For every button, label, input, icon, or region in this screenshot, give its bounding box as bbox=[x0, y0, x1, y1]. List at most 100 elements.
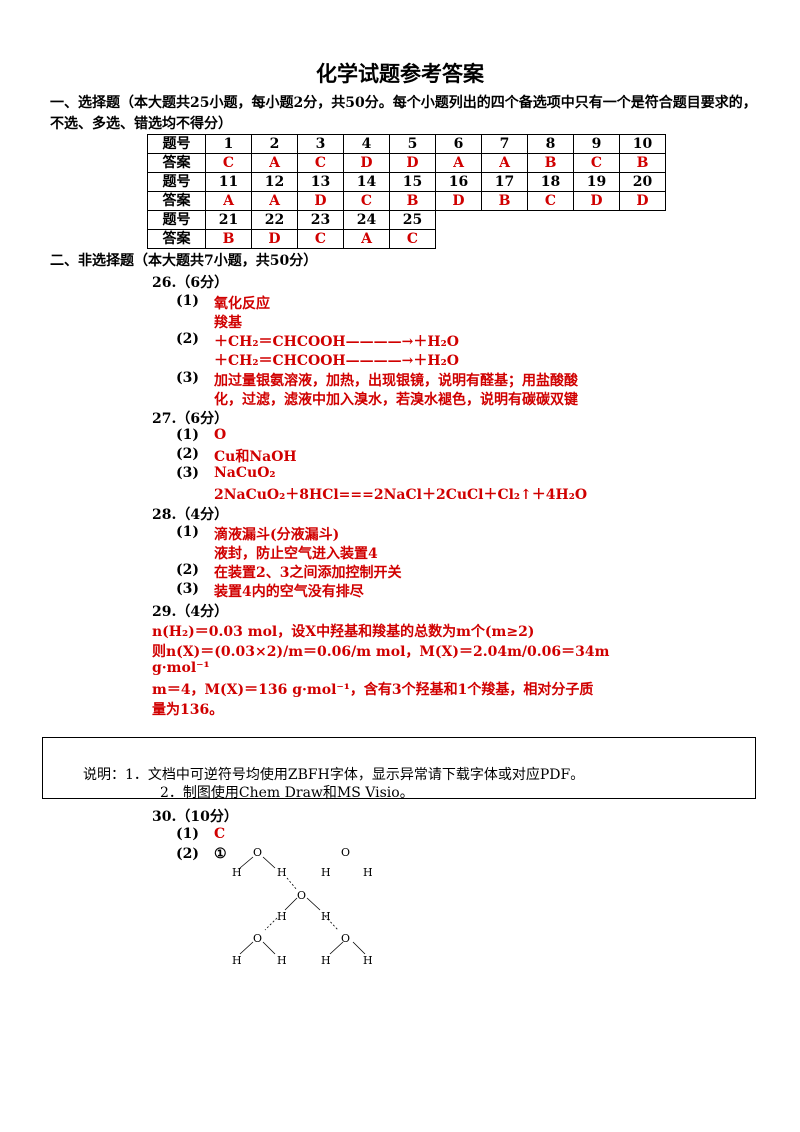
q26-part2-label: (2) bbox=[176, 331, 199, 347]
q27-part1-label: (1) bbox=[176, 427, 199, 443]
question-number-cell: 16 bbox=[435, 172, 482, 192]
answer-cell: A bbox=[435, 153, 482, 173]
question-number-cell: 11 bbox=[205, 172, 252, 192]
atom-h-3: H bbox=[321, 866, 331, 879]
atom-o-5: O bbox=[341, 932, 350, 945]
q28-answer3: 装置4内的空气没有排尽 bbox=[214, 584, 364, 600]
q26-answer1b: 羧基 bbox=[214, 315, 242, 331]
empty-cell bbox=[620, 230, 666, 249]
atom-o-3: O bbox=[297, 889, 306, 902]
answer-cell: C bbox=[527, 191, 574, 211]
q29-line1: n(H₂)＝0.03 mol，设X中羟基和羧基的总数为m个(m≥2) bbox=[152, 624, 535, 640]
q26-answer2a: ＋CH₂＝CHCOOH————→＋H₂O bbox=[214, 334, 459, 350]
answer-cell: A bbox=[251, 191, 298, 211]
q29-line4: m＝4，M(X)＝136 g·mol⁻¹，含有3个羟基和1个羧基，相对分子质 bbox=[152, 682, 594, 698]
answer-cell: C bbox=[389, 229, 436, 249]
question-number-cell: 14 bbox=[343, 172, 390, 192]
question-number-cell: 25 bbox=[389, 210, 436, 230]
atom-o-4: O bbox=[253, 932, 262, 945]
q26-answer3b: 化，过滤，滤液中加入溴水，若溴水褪色，说明有碳碳双键 bbox=[214, 392, 578, 408]
q26-answer1a: 氧化反应 bbox=[214, 296, 270, 312]
q27-title: 27.（6分） bbox=[152, 411, 229, 427]
answer-cell: A bbox=[343, 229, 390, 249]
note-line1: 说明：1．文档中可逆符号均使用ZBFH字体，显示异常请下载字体或对应PDF。 bbox=[83, 767, 585, 783]
atom-h-9: H bbox=[321, 954, 331, 967]
question-number-cell: 12 bbox=[251, 172, 298, 192]
question-number-cell: 13 bbox=[297, 172, 344, 192]
row-label-answer: 答案 bbox=[147, 229, 206, 249]
q28-part1-label: (1) bbox=[176, 524, 199, 540]
answer-cell: C bbox=[297, 229, 344, 249]
water-molecule-diagram: O O H H H H O H H O O H H H H bbox=[232, 846, 373, 967]
atom-h-6: H bbox=[321, 910, 331, 923]
q30-circle-one: ① bbox=[214, 846, 227, 862]
empty-cell bbox=[482, 230, 528, 249]
answer-cell: C bbox=[343, 191, 390, 211]
q30-part2-label: (2) bbox=[176, 846, 199, 862]
q30-answer1: C bbox=[214, 826, 226, 842]
answer-cell: B bbox=[527, 153, 574, 173]
question-number-cell: 1 bbox=[205, 134, 252, 154]
empty-cell bbox=[574, 230, 620, 249]
answer-cell: C bbox=[297, 153, 344, 173]
question-number-cell: 22 bbox=[251, 210, 298, 230]
atom-h-4: H bbox=[363, 866, 373, 879]
section1-heading: 一、选择题（本大题共25小题，每小题2分，共50分。每个小题列出的四个备选项中只… bbox=[50, 95, 757, 132]
question-number-cell: 6 bbox=[435, 134, 482, 154]
answer-cell: B bbox=[205, 229, 252, 249]
question-number-cell: 2 bbox=[251, 134, 298, 154]
answer-cell: A bbox=[481, 153, 528, 173]
answer-cell: C bbox=[573, 153, 620, 173]
question-number-cell: 23 bbox=[297, 210, 344, 230]
answer-cell: D bbox=[435, 191, 482, 211]
empty-cell bbox=[436, 211, 482, 230]
question-number-cell: 4 bbox=[343, 134, 390, 154]
empty-cell bbox=[620, 211, 666, 230]
empty-cell bbox=[436, 230, 482, 249]
q28-part3-label: (3) bbox=[176, 581, 199, 597]
empty-cell bbox=[482, 211, 528, 230]
q28-answer1b: 液封，防止空气进入装置4 bbox=[214, 546, 378, 562]
empty-cell bbox=[528, 230, 574, 249]
atom-h-8: H bbox=[277, 954, 287, 967]
section2-heading: 二、非选择题（本大题共7小题，共50分） bbox=[50, 253, 318, 269]
answer-cell: D bbox=[573, 191, 620, 211]
question-number-cell: 8 bbox=[527, 134, 574, 154]
question-number-cell: 5 bbox=[389, 134, 436, 154]
q30-title: 30.（10分） bbox=[152, 809, 238, 825]
question-number-cell: 21 bbox=[205, 210, 252, 230]
q26-title: 26.（6分） bbox=[152, 275, 229, 291]
note-line2: 2．制图使用Chem Draw和MS Visio。 bbox=[160, 785, 414, 801]
row-label-number: 题号 bbox=[147, 210, 206, 230]
answer-cell: D bbox=[251, 229, 298, 249]
row-label-answer: 答案 bbox=[147, 191, 206, 211]
question-number-cell: 10 bbox=[619, 134, 666, 154]
question-number-cell: 18 bbox=[527, 172, 574, 192]
question-number-cell: 15 bbox=[389, 172, 436, 192]
q30-part1-label: (1) bbox=[176, 826, 199, 842]
question-number-cell: 20 bbox=[619, 172, 666, 192]
note-box: 说明：1．文档中可逆符号均使用ZBFH字体，显示异常请下载字体或对应PDF。 2… bbox=[42, 737, 756, 801]
q29-line2: 则n(X)＝(0.03×2)/m＝0.06/m mol，M(X)＝2.04m/0… bbox=[152, 644, 610, 660]
atom-o-2: O bbox=[341, 846, 350, 859]
row-label-number: 题号 bbox=[147, 172, 206, 192]
answer-cell: A bbox=[251, 153, 298, 173]
atom-o-1: O bbox=[253, 846, 262, 859]
q29-title: 29.（4分） bbox=[152, 604, 229, 620]
empty-cell bbox=[528, 211, 574, 230]
atom-h-1: H bbox=[232, 866, 242, 879]
empty-cell bbox=[574, 211, 620, 230]
answer-cell: C bbox=[205, 153, 252, 173]
atom-h-2: H bbox=[277, 866, 287, 879]
q27-part3-label: (3) bbox=[176, 465, 199, 481]
q26-answer2b: ＋CH₂＝CHCOOH————→＋H₂O bbox=[214, 353, 459, 369]
q28-answer1a: 滴液漏斗(分液漏斗) bbox=[214, 527, 340, 543]
q27-part2-label: (2) bbox=[176, 446, 199, 462]
